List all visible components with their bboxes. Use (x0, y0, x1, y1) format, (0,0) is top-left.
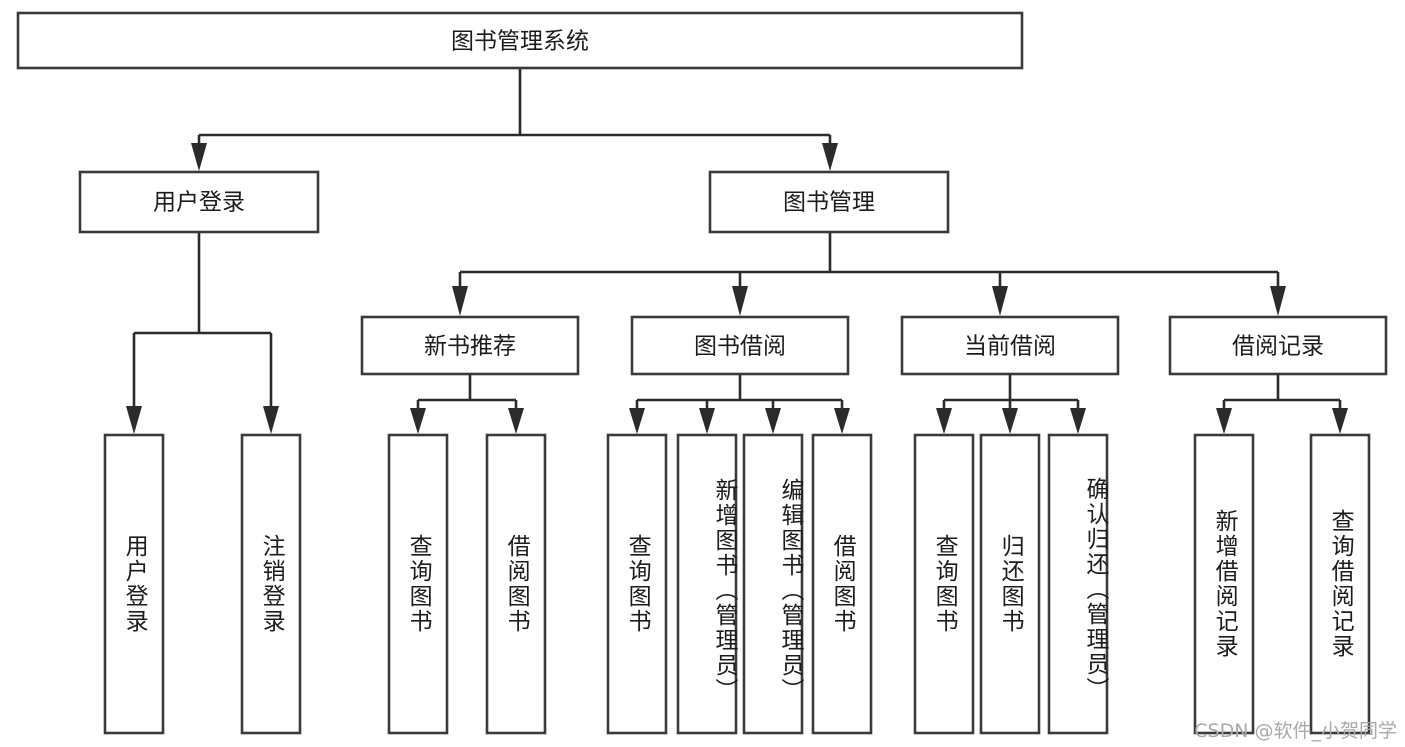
arrow-head-book-borrow (732, 286, 748, 316)
arrow-head-new-book-recommend (452, 286, 468, 316)
arrow-head-leaf-edit-book-admin (765, 408, 781, 434)
arrow-head-leaf-borrow-book-1 (508, 408, 524, 434)
node-book-borrow-label: 图书借阅 (694, 334, 786, 360)
node-new-book-recommend-box[interactable] (360, 315, 580, 376)
node-current-borrow-label: 当前借阅 (964, 334, 1056, 360)
node-layer (16, 11, 1388, 735)
node-leaf-edit-book-admin-box[interactable] (742, 433, 804, 735)
node-new-book-recommend-label: 新书推荐 (424, 334, 516, 360)
node-leaf-borrow-book-1-box[interactable] (485, 433, 547, 735)
arrow-head-leaf-add-borrow-record (1216, 408, 1232, 434)
node-leaf-query-book-3-box[interactable] (913, 433, 975, 735)
arrow-head-leaf-return-book (1002, 408, 1018, 434)
node-root-label: 图书管理系统 (451, 29, 589, 55)
node-current-borrow-box[interactable] (900, 315, 1120, 376)
node-root-box[interactable] (16, 11, 1024, 70)
arrow-head-leaf-add-book-admin (699, 408, 715, 434)
node-borrow-record-label: 借阅记录 (1232, 334, 1324, 360)
connector-layer (126, 68, 1348, 434)
node-leaf-user-login-box[interactable] (103, 433, 165, 735)
arrow-head-leaf-query-book-2 (629, 408, 645, 434)
label-layer: 图书管理系统 用户登录 图书管理 新书推荐 图书借阅 当前借阅 借阅记录 (153, 29, 1324, 360)
arrow-head-leaf-query-borrow-record (1332, 408, 1348, 434)
node-user-login-box[interactable] (78, 170, 320, 234)
arrow-head-leaf-confirm-return-admin (1070, 408, 1086, 434)
node-book-management-box[interactable] (708, 170, 950, 234)
arrow-head-leaf-query-book-1 (410, 408, 426, 434)
arrow-head-user-login (191, 143, 207, 171)
node-book-borrow-box[interactable] (630, 315, 850, 376)
node-leaf-confirm-return-admin-box[interactable] (1047, 433, 1109, 735)
node-leaf-query-borrow-record-box[interactable] (1309, 433, 1371, 735)
arrow-head-borrow-record (1270, 286, 1286, 316)
arrow-head-leaf-query-book-3 (936, 408, 952, 434)
node-leaf-add-book-admin-box[interactable] (676, 433, 738, 735)
arrow-head-book-management (822, 143, 838, 171)
arrow-head-current-borrow (992, 286, 1008, 316)
node-user-login-label: 用户登录 (153, 190, 245, 216)
node-leaf-return-book-box[interactable] (979, 433, 1041, 735)
node-leaf-query-book-2-box[interactable] (606, 433, 668, 735)
arrow-head-leaf-logout-login (263, 406, 279, 434)
arrow-head-leaf-borrow-book-2 (834, 408, 850, 434)
node-leaf-query-book-1-box[interactable] (387, 433, 449, 735)
node-book-management-label: 图书管理 (783, 190, 875, 216)
csdn-watermark: CSDN @软件_小贺同学 (1194, 720, 1397, 742)
node-leaf-borrow-book-2-box[interactable] (811, 433, 873, 735)
node-borrow-record-box[interactable] (1168, 315, 1388, 376)
arrow-head-leaf-user-login (126, 406, 142, 434)
node-leaf-logout-login-box[interactable] (240, 433, 302, 735)
node-leaf-add-borrow-record-box[interactable] (1193, 433, 1255, 735)
